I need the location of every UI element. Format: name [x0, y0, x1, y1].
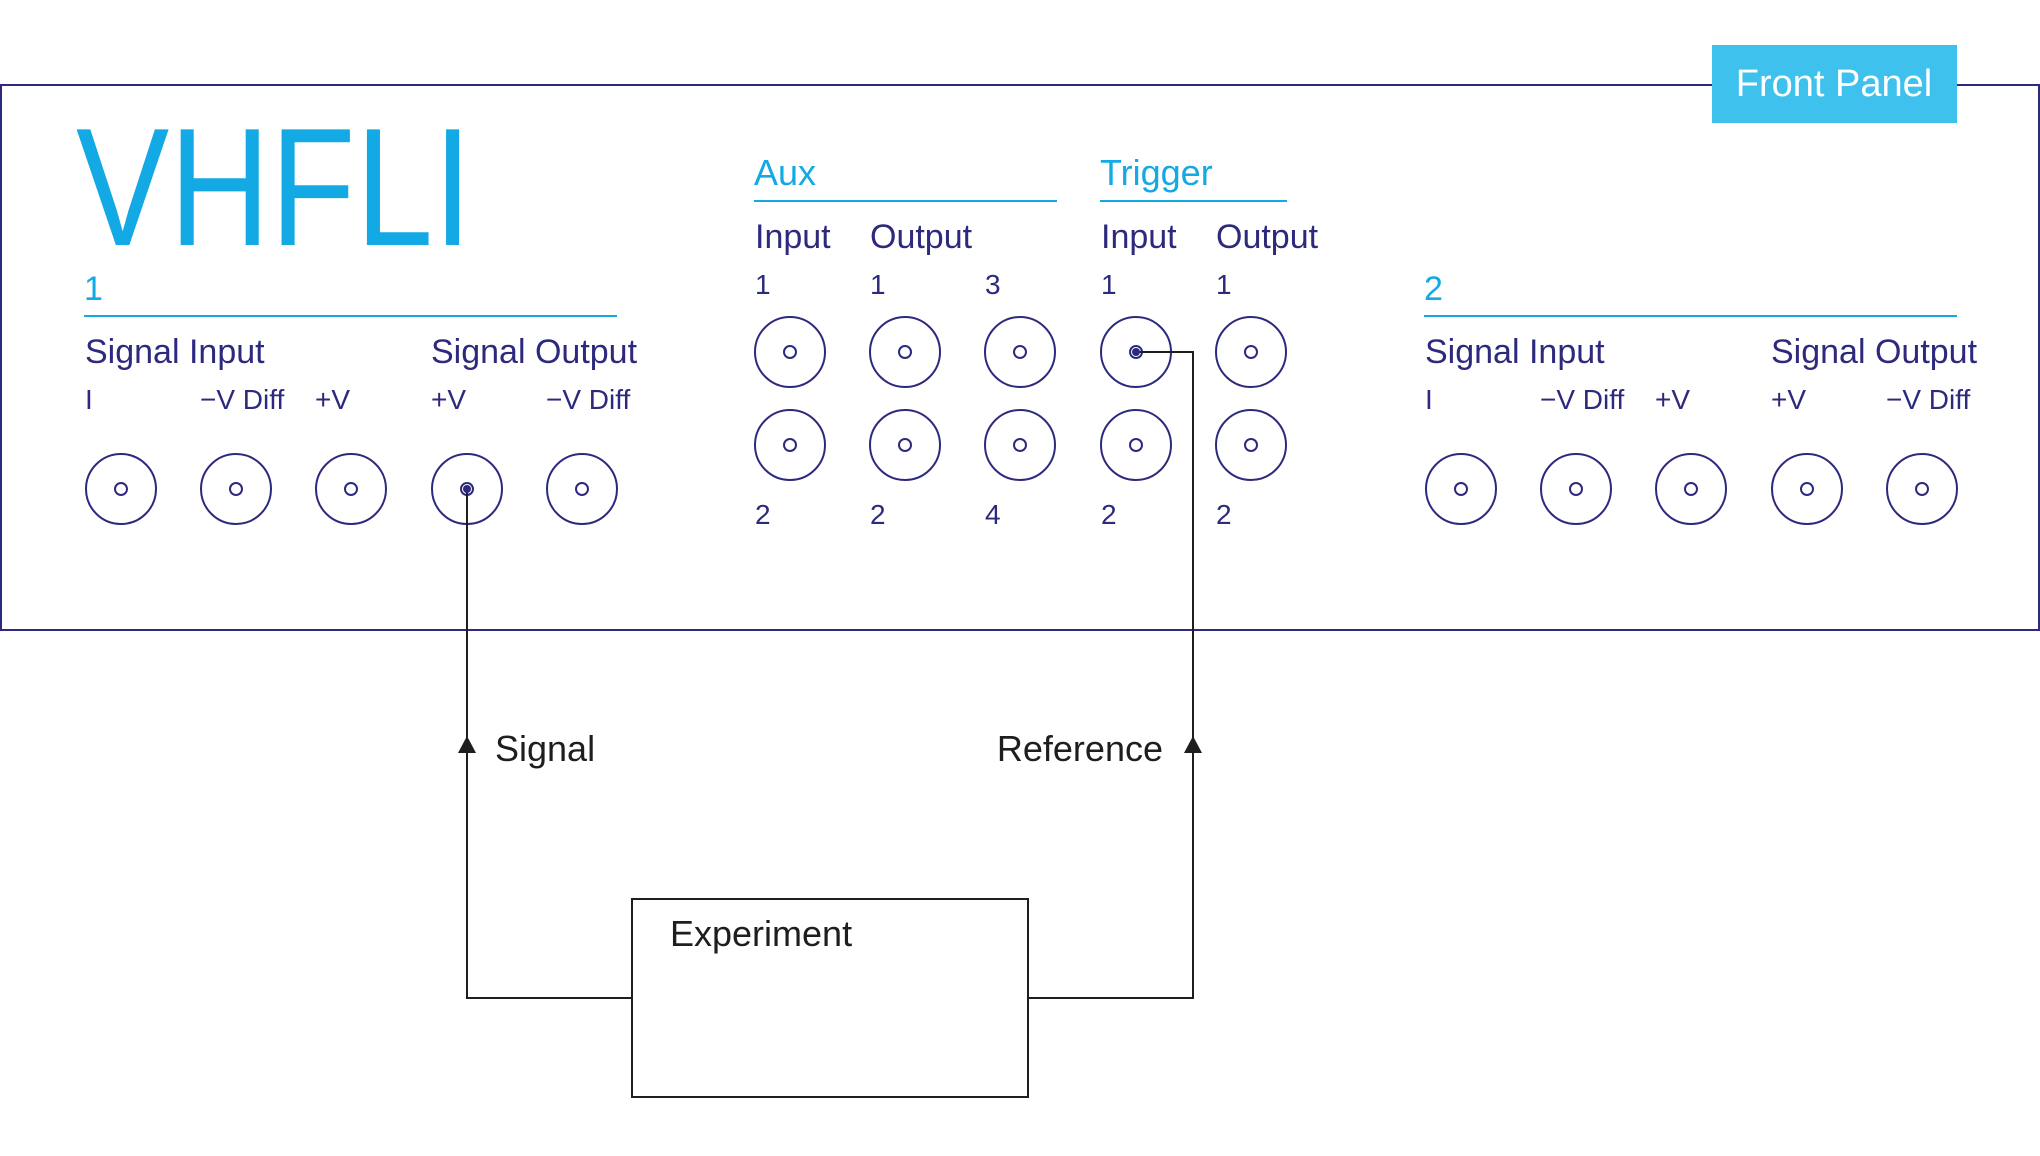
- bnc-connector: [1655, 453, 1727, 525]
- channel-1-signal-output-label: Signal Output: [431, 333, 638, 371]
- aux-input-label: Input: [755, 218, 831, 256]
- experiment-label: Experiment: [670, 913, 852, 954]
- trigger-input-label: Input: [1101, 218, 1177, 256]
- channel-2-sub-label: −V Diff: [1886, 384, 1971, 415]
- channel-2-sub-label: +V: [1771, 384, 1806, 415]
- reference-cable: [1028, 351, 1194, 999]
- aux-number: 1: [870, 269, 886, 300]
- signal-junction: [463, 485, 471, 493]
- brand-logo: VHFLI: [76, 93, 472, 281]
- aux-title: Aux: [754, 152, 816, 193]
- aux-output-label: Output: [870, 218, 973, 256]
- channel-1-signal-input-label: Signal Input: [85, 333, 265, 371]
- aux-number: 4: [985, 499, 1001, 530]
- bnc-connector: [1100, 409, 1172, 481]
- front-panel-badge: [1712, 45, 1957, 123]
- trigger-output-label: Output: [1216, 218, 1319, 256]
- signal-arrow-icon: [458, 736, 476, 753]
- bnc-connector: [1540, 453, 1612, 525]
- reference-arrow-icon: [1184, 736, 1202, 753]
- bnc-connector: [1771, 453, 1843, 525]
- front-panel-frame: [0, 84, 2040, 631]
- reference-label: Reference: [997, 728, 1163, 769]
- aux-number: 3: [985, 269, 1001, 300]
- signal-label: Signal: [495, 728, 595, 769]
- bnc-connector: [869, 409, 941, 481]
- bnc-connector: [754, 316, 826, 388]
- trigger-connectors: [1100, 316, 1287, 481]
- aux-number: 2: [755, 499, 771, 530]
- bnc-connector: [869, 316, 941, 388]
- trigger-title: Trigger: [1100, 152, 1213, 193]
- channel-2-sub-label: −V Diff: [1540, 384, 1625, 415]
- channel-2-sub-label: I: [1425, 384, 1433, 415]
- experiment-box: [631, 898, 1029, 1098]
- trigger-number: 2: [1101, 499, 1117, 530]
- trigger-number: 2: [1216, 499, 1232, 530]
- channel-1-number: 1: [84, 270, 103, 308]
- bnc-connector: [546, 453, 618, 525]
- bnc-connector: [1215, 316, 1287, 388]
- channel-2-signal-input-label: Signal Input: [1425, 333, 1605, 371]
- trigger-number: 1: [1216, 269, 1232, 300]
- bnc-connector: [984, 409, 1056, 481]
- bnc-connector: [1886, 453, 1958, 525]
- bnc-connector: [1425, 453, 1497, 525]
- channel-1-sub-label: −V Diff: [546, 384, 631, 415]
- channel-1-sub-label: +V: [431, 384, 466, 415]
- reference-junction: [1132, 348, 1140, 356]
- bnc-connector: [754, 409, 826, 481]
- front-panel-badge-label: Front Panel: [1736, 63, 1932, 105]
- signal-cable: [466, 489, 632, 999]
- channel-2-signal-output-label: Signal Output: [1771, 333, 1978, 371]
- channel-1-sub-label: −V Diff: [200, 384, 285, 415]
- aux-connectors: [754, 316, 1056, 481]
- bnc-connector: [200, 453, 272, 525]
- aux-number: 1: [755, 269, 771, 300]
- bnc-connector: [85, 453, 157, 525]
- channel-1-sub-label: I: [85, 384, 93, 415]
- channel-1-connectors: [85, 453, 618, 525]
- bnc-connector: [315, 453, 387, 525]
- channel-1-sub-label: +V: [315, 384, 350, 415]
- bnc-connector: [1215, 409, 1287, 481]
- aux-number: 2: [870, 499, 886, 530]
- bnc-connector: [984, 316, 1056, 388]
- trigger-number: 1: [1101, 269, 1117, 300]
- channel-2-sub-label: +V: [1655, 384, 1690, 415]
- channel-2-connectors: [1425, 453, 1958, 525]
- channel-2-number: 2: [1424, 270, 1443, 308]
